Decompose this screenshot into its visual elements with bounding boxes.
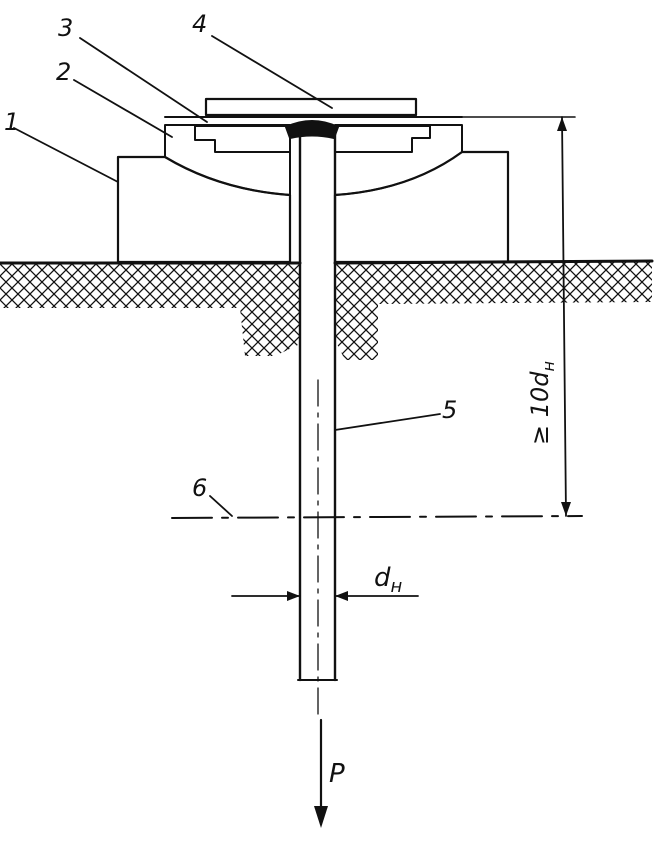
- grip-nut: [284, 120, 340, 140]
- spherical-seat-part-2: [164, 124, 463, 196]
- diameter-dimension: [231, 591, 419, 601]
- label-part-5: 5: [442, 396, 457, 424]
- label-length-sub: н: [539, 361, 558, 371]
- label-diameter-main: d: [374, 563, 391, 593]
- anchor-rod-part-5: [297, 130, 338, 721]
- label-part-3: 3: [58, 14, 73, 42]
- label-length-main: ≥ 10d: [526, 371, 554, 445]
- label-diameter-sub: н: [391, 576, 403, 597]
- label-diameter: dн: [374, 563, 403, 597]
- label-part-2: 2: [56, 58, 71, 86]
- label-length: ≥ 10dн: [526, 361, 558, 445]
- support-block-part-1: [116, 150, 510, 264]
- force-arrow: [314, 718, 328, 828]
- length-dimension: [461, 116, 576, 517]
- label-force: P: [329, 759, 345, 789]
- cover-plate-part-4: [164, 97, 463, 118]
- label-part-1: 1: [4, 108, 19, 136]
- label-part-4: 4: [192, 10, 207, 38]
- ground-base: [0, 259, 654, 360]
- label-part-6: 6: [192, 474, 207, 502]
- leader-lines: [13, 35, 441, 517]
- reference-line-part-6: [171, 515, 583, 519]
